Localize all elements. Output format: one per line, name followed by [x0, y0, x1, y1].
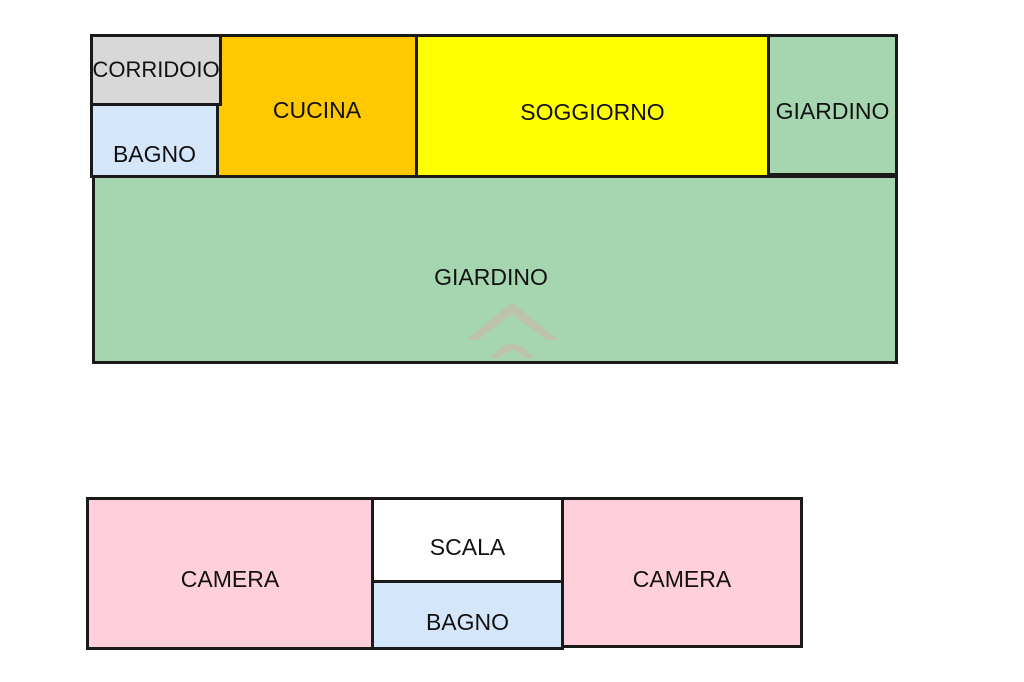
room-bagno-upper: BAGNO [90, 103, 219, 178]
room-giardino-large: GIARDINO [92, 175, 898, 364]
room-label: CORRIDOIO [92, 57, 220, 82]
room-label: CUCINA [272, 97, 362, 123]
room-corridoio: CORRIDOIO [90, 34, 222, 106]
inner-arc-shape [490, 344, 534, 358]
room-label: CAMERA [632, 566, 732, 592]
roof-shape [466, 302, 558, 340]
room-label: BAGNO [425, 609, 510, 635]
home-logo-watermark-icon [466, 302, 558, 358]
room-bagno-lower: BAGNO [371, 580, 564, 650]
room-camera-right: CAMERA [561, 497, 803, 648]
room-soggiorno: SOGGIORNO [415, 34, 770, 178]
room-label: GIARDINO [775, 98, 890, 124]
room-label: SCALA [429, 534, 506, 560]
room-camera-left: CAMERA [86, 497, 374, 650]
room-label: SOGGIORNO [520, 99, 665, 125]
room-scala: SCALA [371, 497, 564, 583]
room-label: GIARDINO [434, 264, 548, 290]
room-cucina: CUCINA [216, 34, 418, 178]
room-giardino-small: GIARDINO [767, 34, 898, 176]
room-label: CAMERA [180, 566, 280, 592]
room-label: BAGNO [112, 141, 197, 167]
